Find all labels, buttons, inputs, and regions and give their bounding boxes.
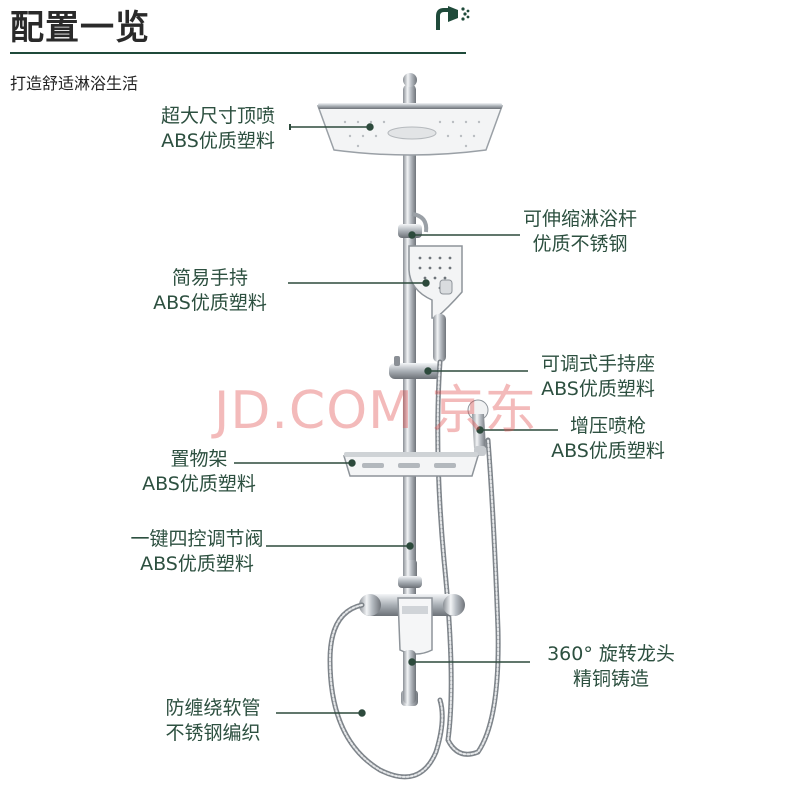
label-holder: 可调式手持座 ABS优质塑料: [528, 352, 668, 402]
label-telescopic-rod-title: 可伸缩淋浴杆: [510, 207, 650, 232]
label-holder-title: 可调式手持座: [528, 352, 668, 377]
label-hose: 防缠绕软管 不锈钢编织: [148, 696, 278, 746]
label-top-shower-title: 超大尺寸顶喷: [150, 104, 286, 129]
label-spray-gun-material: ABS优质塑料: [538, 439, 678, 464]
label-hose-material: 不锈钢编织: [148, 721, 278, 746]
label-valve-material: ABS优质塑料: [124, 552, 270, 577]
label-spout-title: 360° 旋转龙头: [536, 642, 686, 667]
label-hose-title: 防缠绕软管: [148, 696, 278, 721]
label-shelf-title: 置物架: [130, 447, 268, 472]
label-handheld-title: 简易手持: [142, 266, 278, 291]
label-holder-material: ABS优质塑料: [528, 377, 668, 402]
diverter-valve: [398, 560, 422, 588]
label-valve: 一键四控调节阀 ABS优质塑料: [124, 527, 270, 577]
label-spout-material: 精铜铸造: [536, 667, 686, 692]
label-shelf-material: ABS优质塑料: [130, 472, 268, 497]
label-top-shower-material: ABS优质塑料: [150, 129, 286, 154]
hand-shower: [409, 246, 462, 362]
label-telescopic-rod: 可伸缩淋浴杆 优质不锈钢: [510, 207, 650, 257]
top-shower-head: [318, 103, 502, 155]
watermark-text: JD.COM 京东: [214, 368, 538, 443]
label-spray-gun-title: 增压喷枪: [538, 414, 678, 439]
label-telescopic-rod-material: 优质不锈钢: [510, 232, 650, 257]
label-valve-title: 一键四控调节阀: [124, 527, 270, 552]
label-spout: 360° 旋转龙头 精铜铸造: [536, 642, 686, 692]
label-spray-gun: 增压喷枪 ABS优质塑料: [538, 414, 678, 464]
label-handheld-material: ABS优质塑料: [142, 291, 278, 316]
label-top-shower: 超大尺寸顶喷 ABS优质塑料: [150, 104, 286, 154]
label-shelf: 置物架 ABS优质塑料: [130, 447, 268, 497]
shelf-tray: [344, 452, 478, 476]
label-handheld: 简易手持 ABS优质塑料: [142, 266, 278, 316]
